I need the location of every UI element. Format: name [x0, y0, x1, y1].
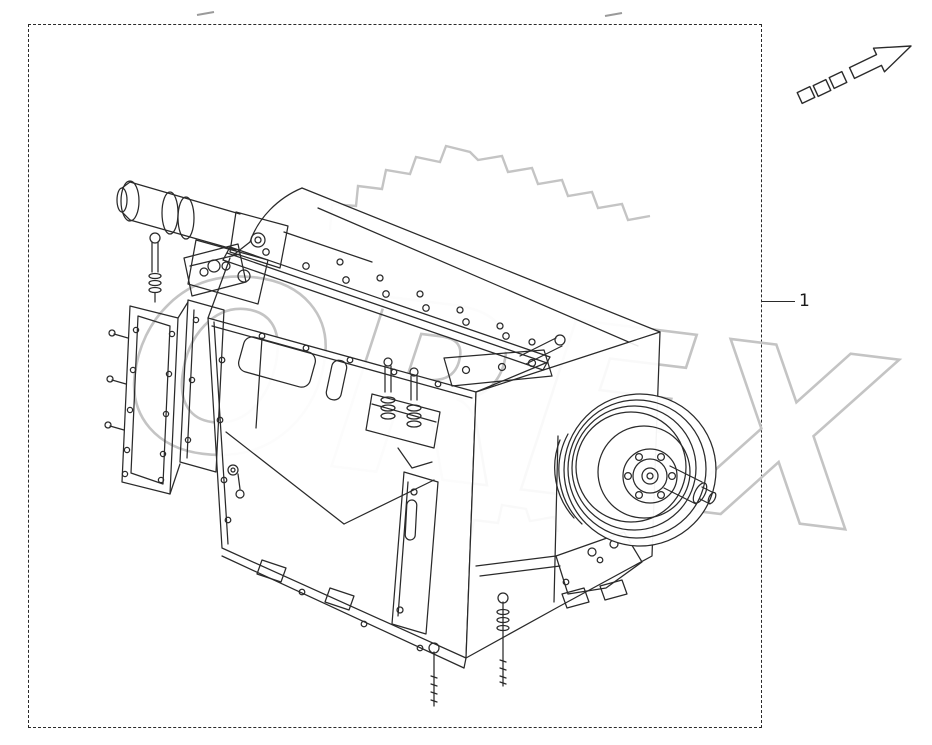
drum-housing [207, 187, 661, 393]
page-edge-marks [196, 11, 623, 17]
arrow-head [848, 45, 912, 80]
direction-of-travel-arrow-icon [796, 45, 912, 105]
arrow-dash-3 [796, 85, 816, 105]
machine-assembly [104, 180, 717, 707]
drawing-frame-border [28, 24, 762, 728]
watermark-gear-top [328, 144, 651, 231]
callout-label: 1 [799, 291, 810, 311]
drive-pulley [554, 393, 717, 547]
input-shaft [116, 180, 289, 305]
support-plates [104, 299, 225, 495]
arrow-dash-2 [812, 78, 832, 98]
callout-leader-line [762, 301, 795, 302]
pulley-shaft [663, 465, 717, 505]
spring-tensioner [365, 357, 441, 469]
support-strut [391, 471, 439, 635]
arrow-dash-1 [828, 70, 848, 90]
base-frame [221, 555, 510, 707]
